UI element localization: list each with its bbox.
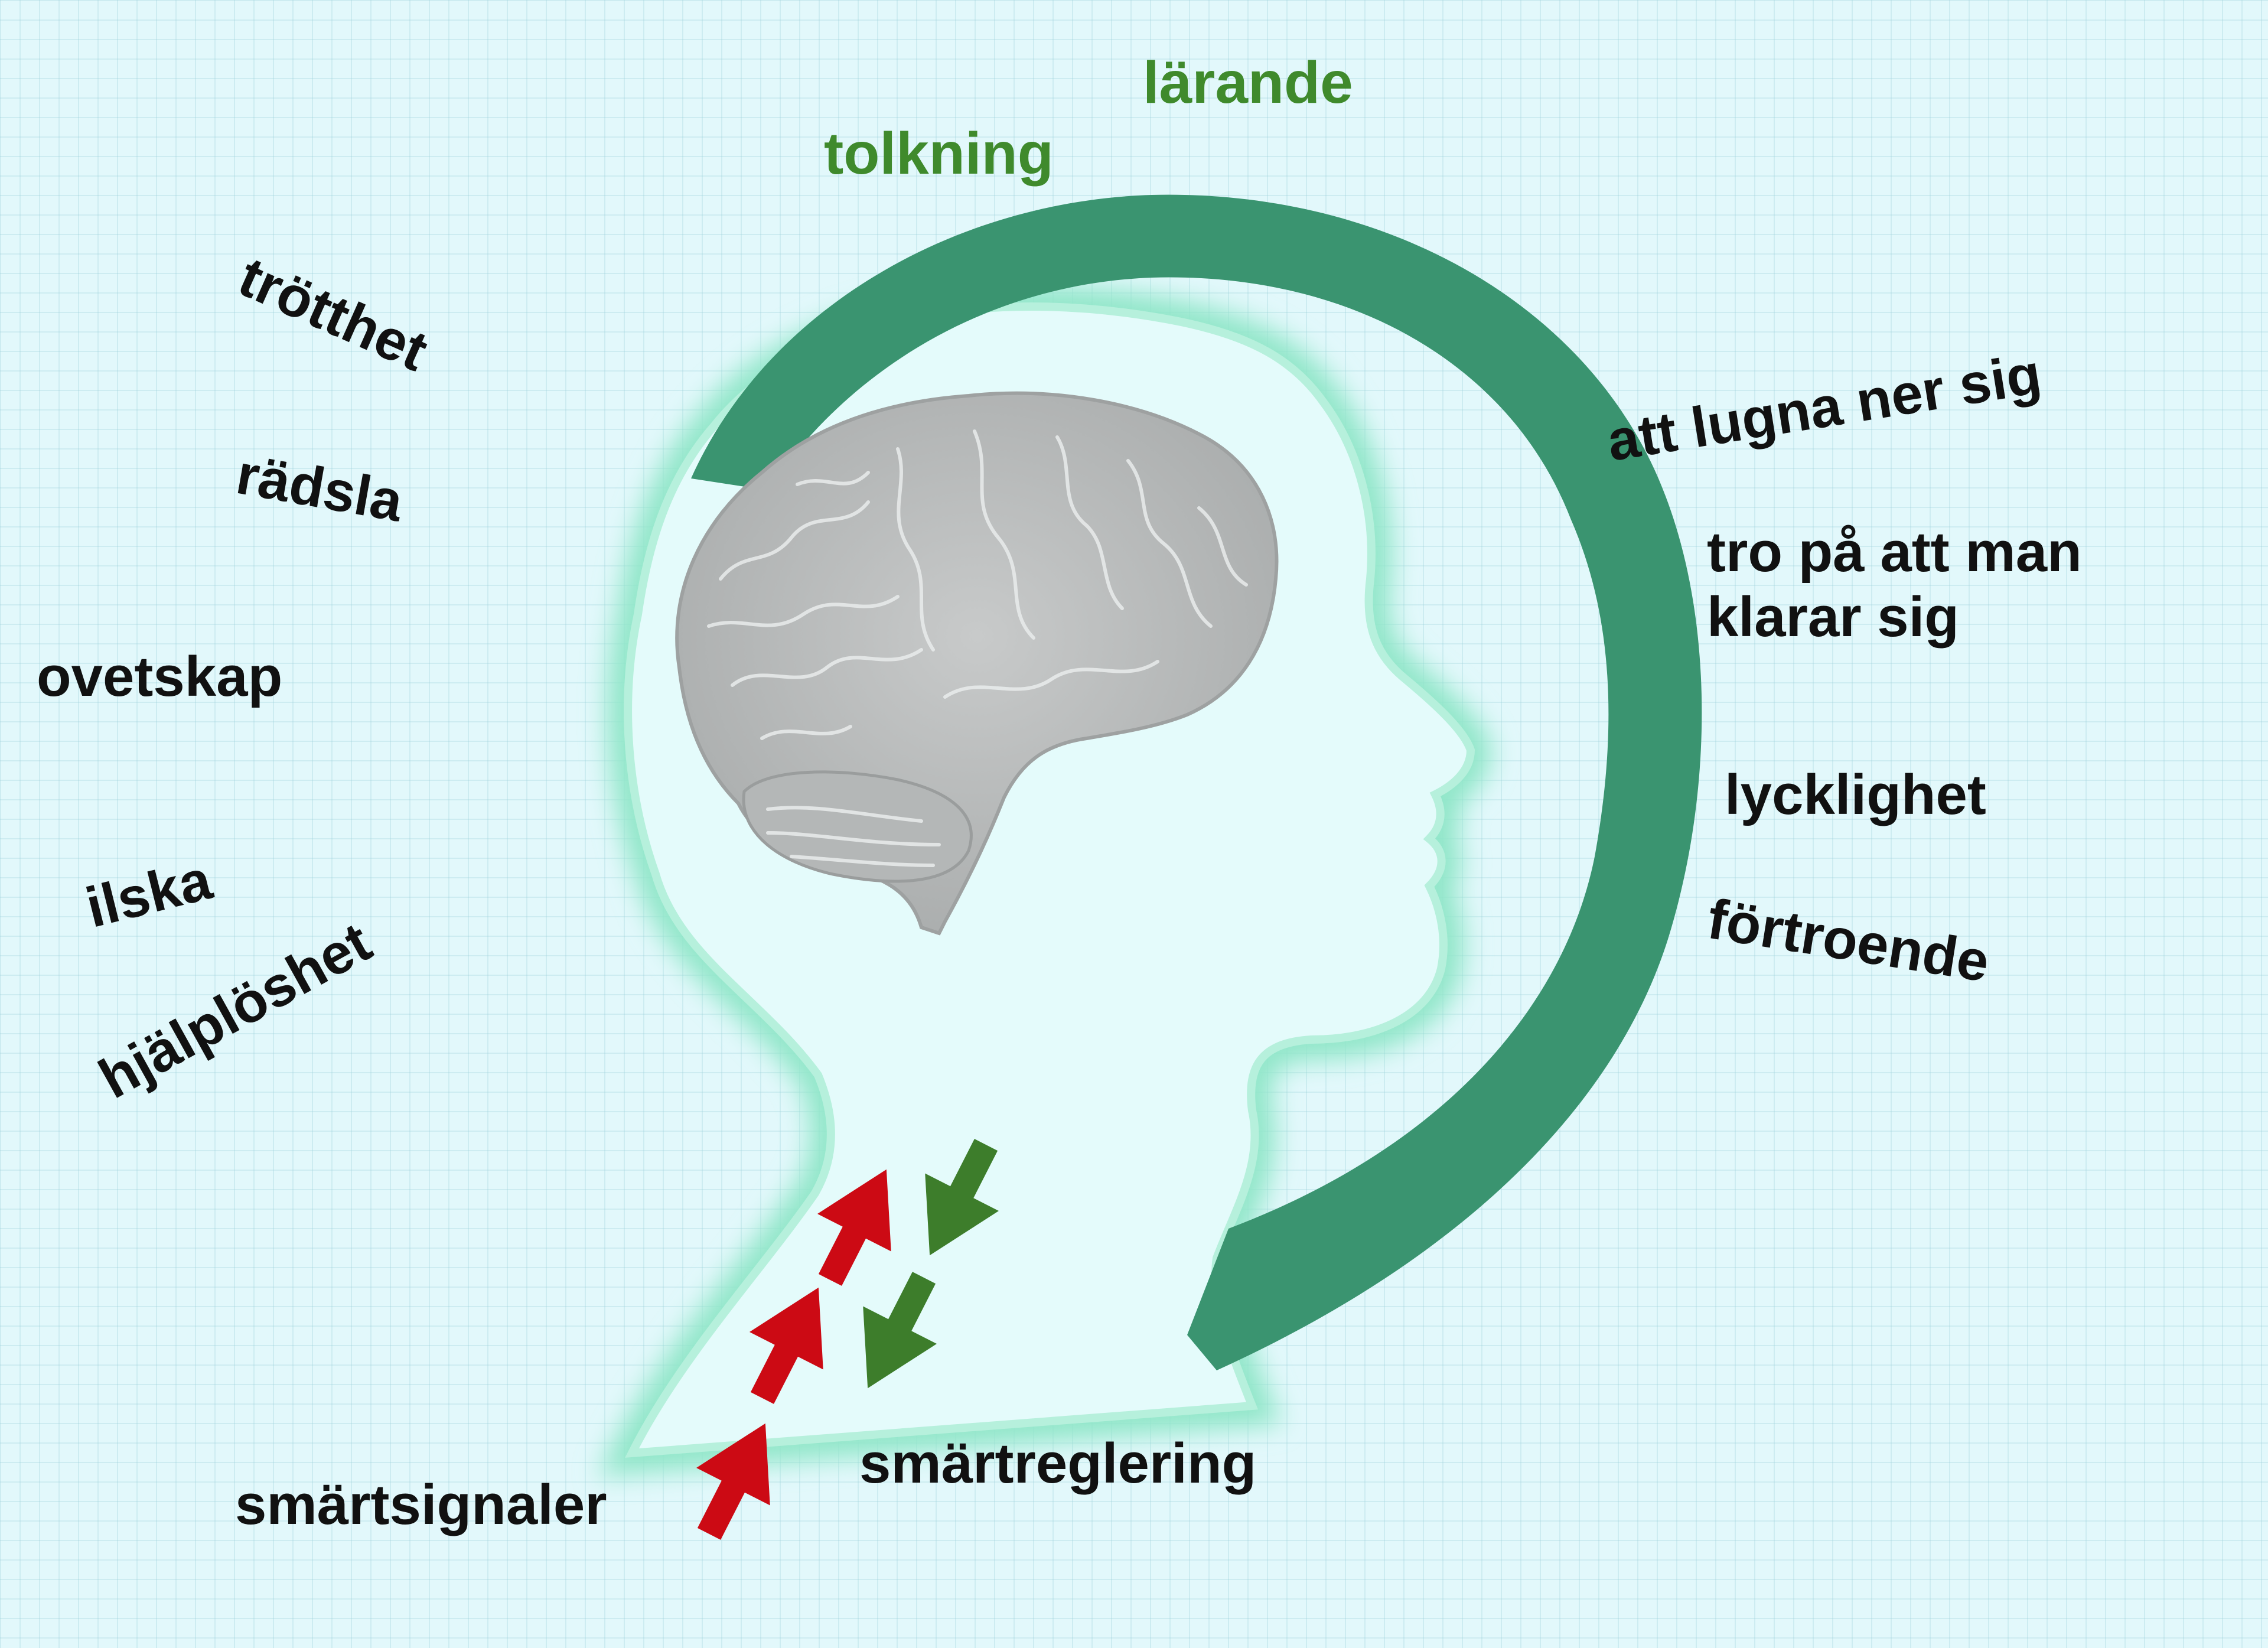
brain-icon bbox=[675, 391, 1279, 936]
label-lycklighet: lycklighet bbox=[1725, 763, 1986, 826]
red-up-arrow-icon bbox=[696, 1169, 891, 1540]
label-tro-pa-att-man-klarar-sig: tro på att man klarar sig bbox=[1707, 520, 2082, 650]
green-down-arrow-icon bbox=[863, 1139, 999, 1389]
label-smartsignaler: smärtsignaler bbox=[235, 1473, 607, 1536]
label-tro-line-1: tro på att man bbox=[1707, 520, 2082, 584]
label-tro-line-2: klarar sig bbox=[1707, 585, 1959, 649]
label-larande: lärande bbox=[1143, 50, 1353, 116]
label-ovetskap: ovetskap bbox=[37, 645, 283, 708]
label-smartreglering: smärtreglering bbox=[859, 1432, 1257, 1495]
label-tolkning: tolkning bbox=[824, 120, 1054, 187]
